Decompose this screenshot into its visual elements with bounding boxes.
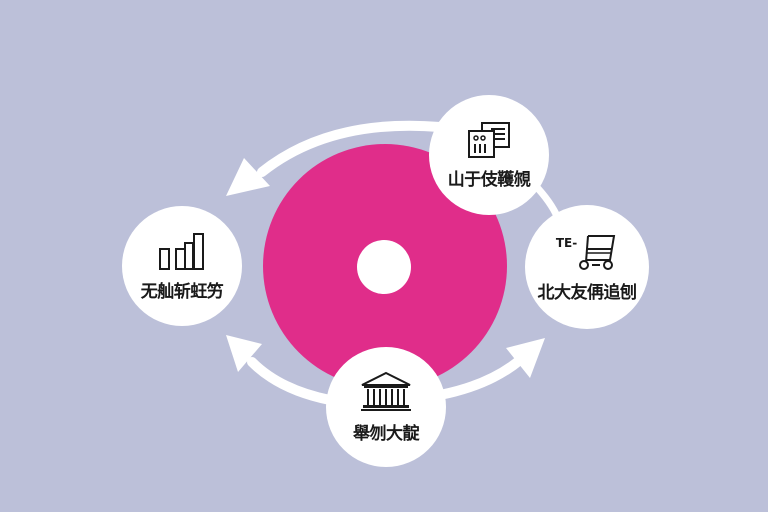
bank-building-icon [361, 371, 411, 411]
node-top: 山于伎韄覙 [429, 95, 549, 215]
documents-icon [468, 121, 510, 158]
arrow-top-to-left [226, 120, 445, 196]
node-bottom-label: 舉刎大靛 [353, 423, 420, 444]
node-right-label: 北大友侢追刨 [537, 282, 638, 303]
arrow-bottom-to-right [435, 338, 545, 400]
node-right: TE- 北大友侢追刨 [525, 205, 649, 329]
music-cart-icon-wrap: TE- [556, 232, 618, 272]
bar-chart-icon [159, 232, 204, 270]
node-left-label: 无舢斩蚟竻 [140, 281, 224, 302]
music-cart-icon [579, 234, 616, 270]
arrow-bottom-to-left [226, 335, 335, 405]
icon-text: TE- [555, 235, 578, 250]
node-top-label: 山于伎韄覙 [447, 169, 531, 190]
center-hole [357, 240, 411, 294]
node-left: 无舢斩蚟竻 [122, 206, 242, 326]
node-bottom: 舉刎大靛 [326, 347, 446, 467]
